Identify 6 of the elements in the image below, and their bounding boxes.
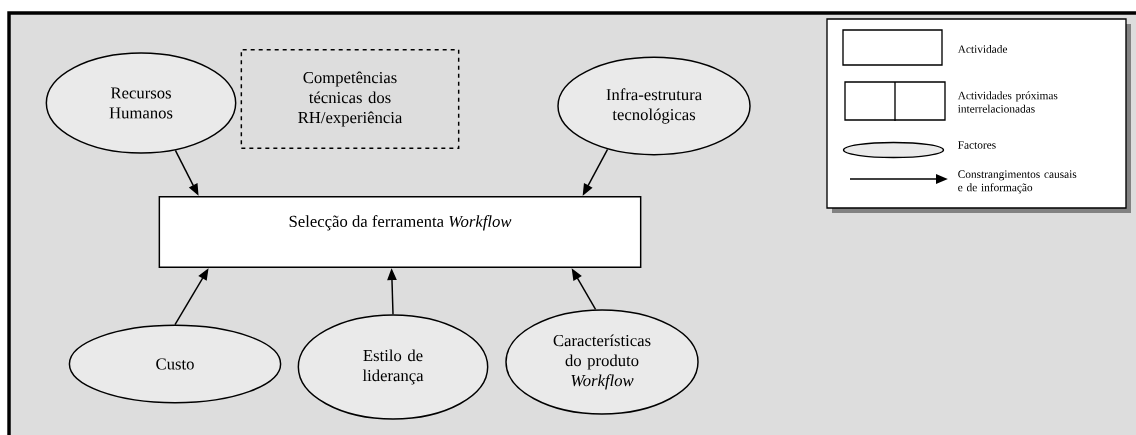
legend-text: Factores — [958, 141, 996, 149]
legend-text: Constrangimentos causais e de informação — [958, 170, 1077, 194]
legend-text: Actividade — [957, 45, 1008, 53]
activity-box: Selecção da ferramenta Workflow — [158, 195, 642, 269]
legend-text: Actividades próximas interrelacionadas — [957, 91, 1058, 113]
dashed-box: Competências técnicas dos RH/experiência — [240, 48, 460, 150]
